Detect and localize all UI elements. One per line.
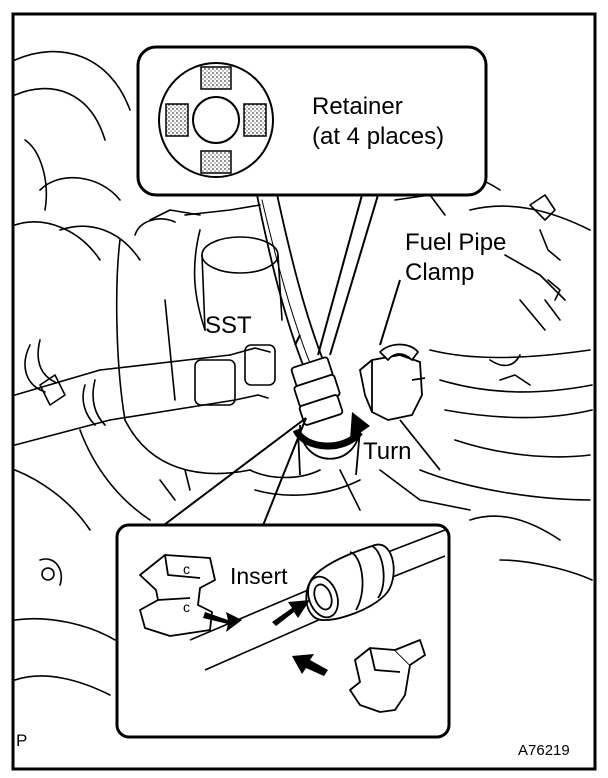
fuel-pipe-clamp-label-line2: Clamp <box>405 259 475 286</box>
clip-mark-top: c <box>183 561 190 577</box>
sst-fitting <box>290 356 361 476</box>
corner-mark: P <box>16 731 28 750</box>
sst-hose <box>254 184 326 371</box>
retainer-block-bottom <box>200 150 232 174</box>
retainer-label-line2: (at 4 places) <box>312 123 445 150</box>
figure-border <box>11 12 597 771</box>
retainer-clip <box>139 554 216 637</box>
insert-label: Insert <box>230 563 288 589</box>
figure-id: A76219 <box>518 742 570 759</box>
sst-label: SST <box>205 312 252 339</box>
retainer-inner-ring <box>192 96 240 144</box>
pipe-fitting <box>305 543 395 621</box>
insert-arrows <box>203 600 328 676</box>
clip-mark-bottom: c <box>183 599 190 615</box>
clamp-part <box>349 639 426 713</box>
retainer-block-top <box>200 66 232 90</box>
retainer-callout <box>136 45 488 197</box>
turn-label: Turn <box>363 438 412 465</box>
fuel-pipe-clamp <box>359 343 441 471</box>
fuel-pipe-clamp-label-line1: Fuel Pipe <box>405 229 507 256</box>
insert-callout <box>115 523 451 739</box>
retainer-block-left <box>165 103 189 137</box>
retainer-label-line1: Retainer <box>312 93 403 120</box>
retainer-block-right <box>243 103 267 137</box>
callout-leaders <box>159 194 401 529</box>
